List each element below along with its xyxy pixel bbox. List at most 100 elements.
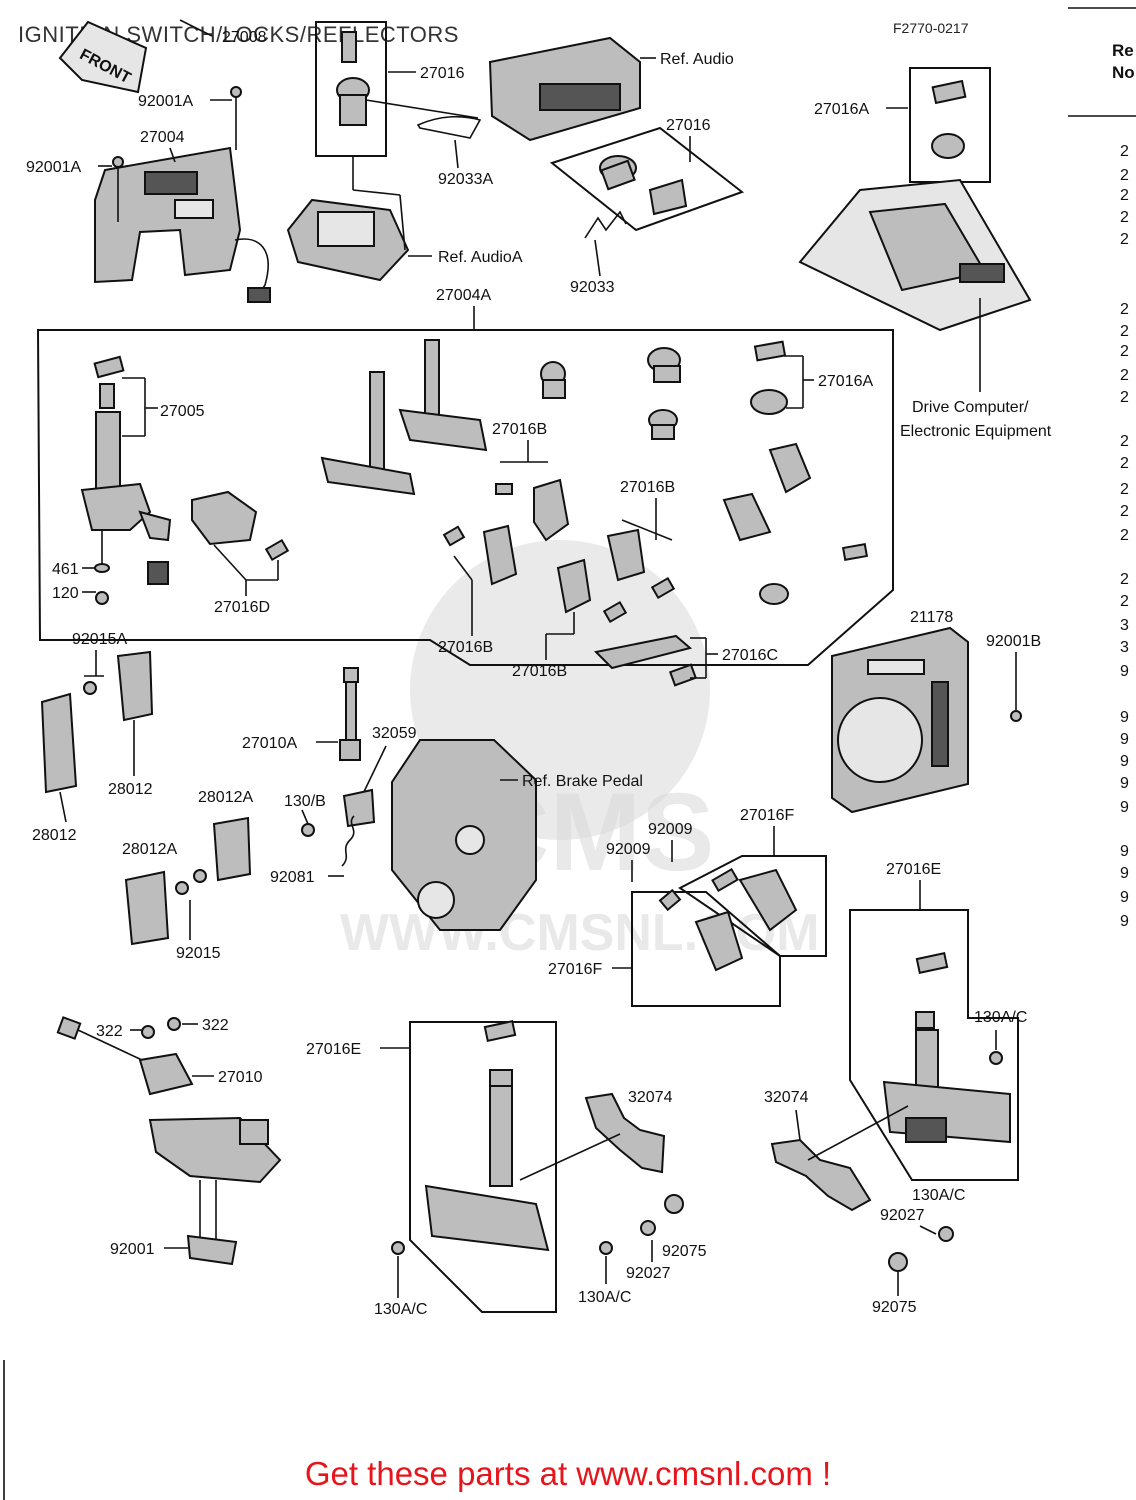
label-32074-2: 32074 (764, 1089, 809, 1106)
reference-row-21: 9 (1120, 731, 1129, 748)
reference-row-8: 2 (1120, 367, 1129, 384)
label-120: 120 (52, 585, 79, 602)
label-21178: 21178 (910, 609, 953, 626)
reference-row-14: 2 (1120, 527, 1129, 544)
reference-row-13: 2 (1120, 503, 1129, 520)
drawing-code: F2770-0217 (893, 20, 969, 36)
reference-row-12: 2 (1120, 481, 1129, 498)
box-27004A (36, 329, 894, 666)
ref-header-line-2: No (1112, 63, 1135, 82)
part-console (798, 178, 1032, 332)
reference-row-15: 2 (1120, 571, 1129, 588)
label-28012-2: 28012 (32, 827, 77, 844)
label-130B: 130/B (284, 793, 326, 810)
label-27008: 27008 (222, 29, 267, 46)
part-brake-housing (391, 739, 537, 931)
label-92001B: 92001B (986, 633, 1041, 650)
label-27016-top: 27016 (420, 65, 465, 82)
reference-row-10: 2 (1120, 433, 1129, 450)
label-27016E-1: 27016E (886, 861, 941, 878)
part-audioA-unit (286, 198, 410, 282)
reference-row-9: 2 (1120, 389, 1129, 406)
label-92015A: 92015A (72, 631, 127, 648)
label-27016A-top: 27016A (814, 101, 869, 118)
reference-row-1: 2 (1120, 167, 1129, 184)
label-461: 461 (52, 561, 79, 578)
label-92081: 92081 (270, 869, 315, 886)
label-92015: 92015 (176, 945, 221, 962)
reference-row-18: 3 (1120, 639, 1129, 656)
box-27016F-lower (631, 891, 781, 1007)
label-322-1: 322 (96, 1023, 123, 1040)
reference-row-23: 9 (1120, 775, 1129, 792)
reference-row-20: 9 (1120, 709, 1129, 726)
reference-row-4: 2 (1120, 231, 1129, 248)
label-92075-1: 92075 (662, 1243, 707, 1260)
part-cover-27004 (94, 146, 271, 303)
part-audio-unit (488, 36, 641, 142)
front-arrow: FRONT (58, 20, 148, 94)
label-27016D: 27016D (214, 599, 270, 616)
label-28012-1: 28012 (108, 781, 153, 798)
label-92027-1: 92027 (626, 1265, 671, 1282)
reference-row-28: 9 (1120, 913, 1129, 930)
label-92075-2: 92075 (872, 1299, 917, 1316)
label-28012A-1: 28012A (198, 789, 253, 806)
reference-row-11: 2 (1120, 455, 1129, 472)
label-130AC-4: 130A/C (578, 1289, 631, 1306)
reference-row-17: 3 (1120, 617, 1129, 634)
part-switch-bracket-center (320, 339, 488, 496)
part-computer-21178 (831, 626, 969, 814)
reference-row-26: 9 (1120, 865, 1129, 882)
label-27004A: 27004A (436, 287, 491, 304)
label-92009-1: 92009 (648, 821, 693, 838)
label-32074-1: 32074 (628, 1089, 673, 1106)
label-27016B-3: 27016B (438, 639, 493, 656)
label-ref-audio: Ref. Audio (660, 51, 734, 68)
box-27016-audio (549, 126, 745, 232)
label-27016F-1: 27016F (740, 807, 794, 824)
label-27016-audio: 27016 (666, 117, 711, 134)
box-27016E-right (849, 909, 1019, 1181)
label-32059: 32059 (372, 725, 417, 742)
label-92027-2: 92027 (880, 1207, 925, 1224)
label-27005: 27005 (160, 403, 205, 420)
label-27010A: 27010A (242, 735, 297, 752)
label-27016E-2: 27016E (306, 1041, 361, 1058)
footer-cta-link[interactable]: Get these parts at www.cmsnl.com ! (304, 1455, 832, 1492)
label-27010: 27010 (218, 1069, 263, 1086)
reference-row-6: 2 (1120, 323, 1129, 340)
label-92033A: 92033A (438, 171, 493, 188)
reference-row-27: 9 (1120, 889, 1129, 906)
label-92033: 92033 (570, 279, 615, 296)
reference-row-25: 9 (1120, 843, 1129, 860)
label-322-2: 322 (202, 1017, 229, 1034)
label-ref-brake: Ref. Brake Pedal (522, 773, 643, 790)
box-27016F-upper (678, 855, 827, 957)
box-27016E-left (409, 1021, 557, 1313)
reference-row-2: 2 (1120, 187, 1129, 204)
reference-row-5: 2 (1120, 301, 1129, 318)
label-27004: 27004 (140, 129, 185, 146)
label-drive-computer-2: Electronic Equipment (900, 423, 1052, 440)
reference-row-22: 9 (1120, 753, 1129, 770)
label-ref-audioA: Ref. AudioA (438, 249, 523, 266)
label-92001A-1: 92001A (138, 93, 193, 110)
label-130AC-2: 130A/C (912, 1187, 965, 1204)
label-27016A-mid: 27016A (818, 373, 873, 390)
reference-row-7: 2 (1120, 343, 1129, 360)
ref-header-line-1: Re (1112, 41, 1134, 60)
reference-row-24: 9 (1120, 799, 1129, 816)
label-27016F-2: 27016F (548, 961, 602, 978)
reference-row-0: 2 (1120, 143, 1129, 160)
label-27016B-1: 27016B (492, 421, 547, 438)
label-130AC-3: 130A/C (374, 1301, 427, 1318)
label-drive-computer-1: Drive Computer/ (912, 399, 1029, 416)
label-27016B-4: 27016B (512, 663, 567, 680)
part-ignition-27005 (80, 355, 172, 585)
reference-row-3: 2 (1120, 209, 1129, 226)
label-92009-2: 92009 (606, 841, 651, 858)
